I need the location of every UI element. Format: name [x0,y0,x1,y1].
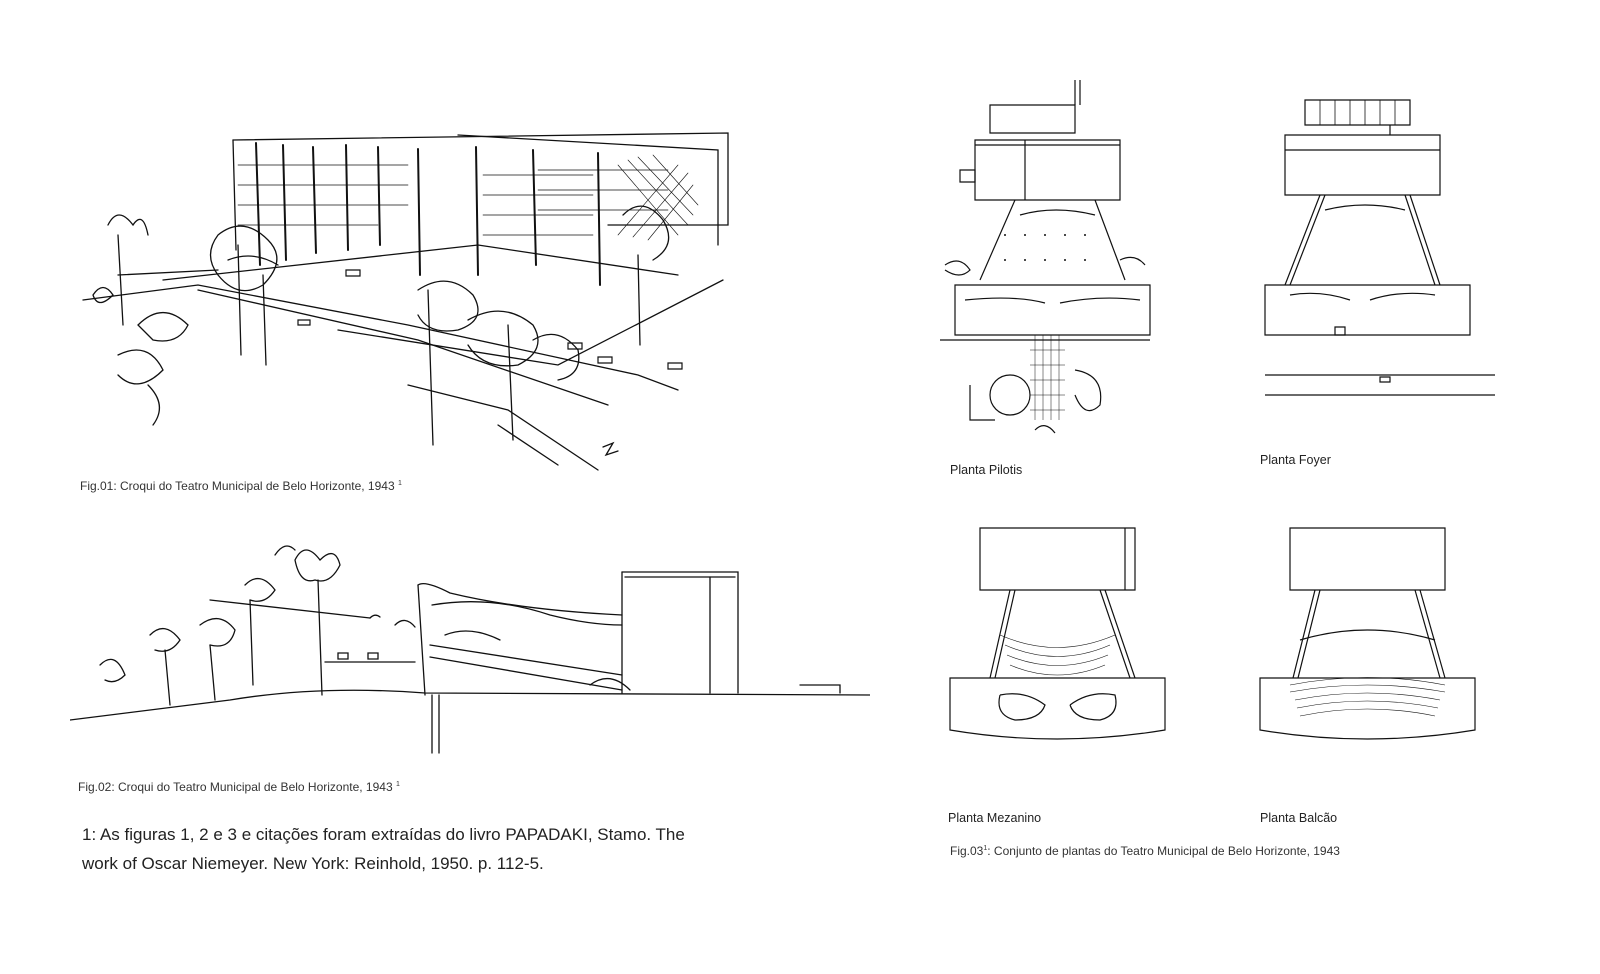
plan-balcao-drawing [1255,520,1480,750]
fig03-caption: Fig.031: Conjunto de plantas do Teatro M… [950,844,1340,858]
plan-mezanino-label: Planta Mezanino [948,811,1042,825]
plan-balcao-label: Planta Balcão [1260,811,1338,825]
fig02-caption: Fig.02: Croqui do Teatro Municipal de Be… [78,780,400,794]
fig01-caption: Fig.01: Croqui do Teatro Municipal de Be… [80,479,402,493]
plan-foyer-label: Planta Foyer [1260,453,1331,467]
plan-pilotis-drawing [935,75,1155,455]
fig01-perspective-sketch [78,125,733,475]
footnote-text: 1: As figuras 1, 2 e 3 e citações foram … [82,825,685,873]
plan-pilotis-label: Planta Pilotis [950,463,1023,477]
plan-mezanino-drawing [945,520,1170,750]
plan-foyer-drawing [1260,95,1500,435]
fig02-section-sketch [70,525,870,760]
